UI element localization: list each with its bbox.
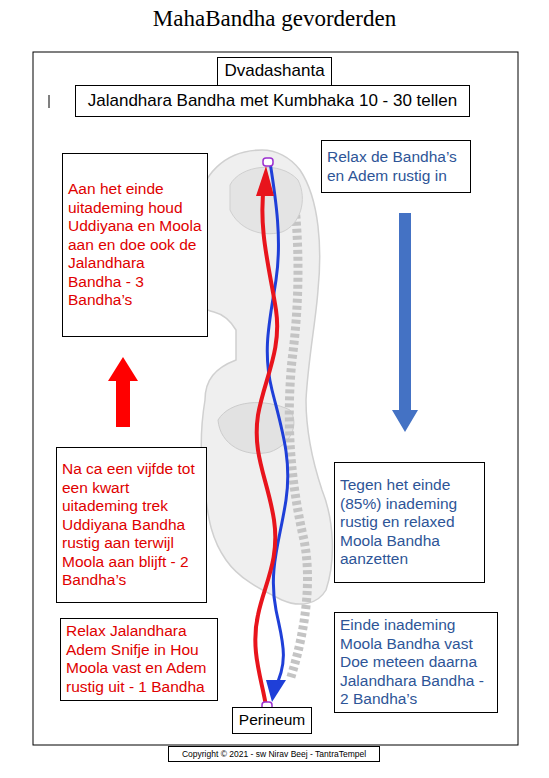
box-text: Copyright © 2021 - sw Nirav Beej - Tantr… [173,749,375,759]
red-channel-head [256,166,274,196]
box-text: Jalandhara Bandha met Kumbhaka 10 - 30 t… [81,91,464,111]
box-text: Tegen het einde (85%) inademing rustig e… [340,476,479,569]
diagram-title: MahaBandha gevorderden [0,6,549,32]
red-channel [255,185,277,706]
arrow-shape [108,357,138,427]
box-text: Einde inademing Moola Bandha vast Doe me… [340,616,492,709]
step-box: Aan het einde uitademing houd Uddiyana e… [62,153,208,337]
box-text: Perineum [238,711,306,730]
block-arrow [392,213,418,432]
box-text: Na ca een vijfde tot een kwart uitademin… [62,460,201,590]
step-box: Na ca een vijfde tot een kwart uitademin… [56,447,207,603]
label-box: Perineum [232,707,312,734]
copyright-box: Copyright © 2021 - sw Nirav Beej - Tantr… [168,746,380,762]
box-text: Aan het einde uitademing houd Uddiyana e… [68,180,202,310]
blue-channel-head [266,680,286,702]
step-box: Relax de Bandha’s en Adem rustig in [321,140,471,193]
label-box: Dvadashanta [217,57,332,86]
box-text: Dvadashanta [223,61,326,81]
spine [289,180,307,680]
text-cursor [49,95,50,108]
block-arrow [108,357,138,427]
box-text: Relax Jalandhara Adem Snifje in Hou Mool… [66,622,212,696]
arrow-shape [392,213,418,432]
box-text: Relax de Bandha’s en Adem rustig in [327,148,465,185]
blue-channel [267,162,288,690]
outer-frame [33,52,518,745]
step-box: Tegen het einde (85%) inademing rustig e… [334,462,485,583]
step-box: Einde inademing Moola Bandha vast Doe me… [334,612,498,713]
step-box: Relax Jalandhara Adem Snifje in Hou Mool… [60,618,218,701]
top-cap [263,158,273,166]
header-box: Jalandhara Bandha met Kumbhaka 10 - 30 t… [75,85,470,117]
